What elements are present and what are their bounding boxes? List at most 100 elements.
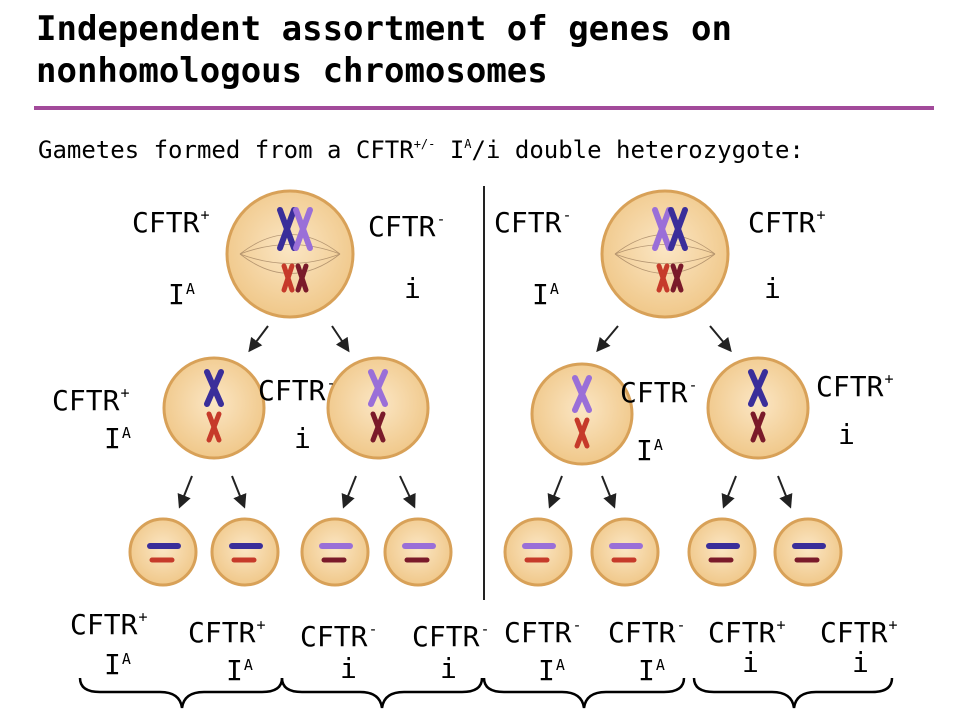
gene-label: CFTR+ <box>188 610 265 648</box>
gamete-cell <box>503 517 573 587</box>
allele-label: IA <box>226 650 253 686</box>
arrow <box>177 475 193 509</box>
allele-label: i <box>838 420 855 450</box>
gene-name: CFTR <box>132 206 200 239</box>
gamete-cell <box>210 517 280 587</box>
allele-name: I <box>532 278 549 311</box>
allele-sign: + <box>888 616 898 634</box>
arrow <box>721 475 737 509</box>
allele-name: I <box>104 648 121 681</box>
subtitle-superscript: +/- <box>413 137 436 151</box>
gene-name: CFTR <box>368 210 436 243</box>
subtitle-text: I <box>435 136 465 164</box>
allele-superscript: A <box>121 650 131 668</box>
subtitle-text: Gametes formed from a CFTR <box>38 136 414 164</box>
gene-name: CFTR <box>300 620 368 653</box>
allele-sign: + <box>200 206 210 224</box>
allele-label: IA <box>636 430 663 466</box>
allele-name: I <box>104 422 121 455</box>
gamete-cell <box>773 517 843 587</box>
allele-superscript: A <box>549 280 559 298</box>
brace <box>692 677 894 709</box>
gene-name: CFTR <box>820 616 888 649</box>
meiosis2-cell <box>530 362 634 466</box>
gene-name: CFTR <box>52 384 120 417</box>
gene-name: CFTR <box>412 620 480 653</box>
allele-name: i <box>742 646 759 679</box>
gene-name: CFTR <box>608 616 676 649</box>
allele-label: i <box>340 654 357 684</box>
allele-superscript: A <box>653 436 663 454</box>
allele-label: i <box>404 274 421 304</box>
gene-name: CFTR <box>708 616 776 649</box>
allele-superscript: A <box>121 424 131 442</box>
gene-label: CFTR- <box>412 614 489 652</box>
allele-name: I <box>168 278 185 311</box>
allele-name: i <box>838 418 855 451</box>
gene-name: CFTR <box>816 370 884 403</box>
meiosis2-cell <box>326 356 430 460</box>
allele-name: i <box>440 652 457 685</box>
arrow <box>777 475 793 509</box>
brace <box>482 677 686 709</box>
arrow <box>601 475 617 509</box>
arrow <box>399 475 416 509</box>
allele-superscript: A <box>185 280 195 298</box>
allele-label: i <box>294 424 311 454</box>
gamete-cell <box>687 517 757 587</box>
allele-sign: - <box>688 376 698 394</box>
gene-name: CFTR <box>494 206 562 239</box>
allele-label: IA <box>538 650 565 686</box>
allele-sign: - <box>436 210 446 228</box>
allele-sign: + <box>138 608 148 626</box>
arrow <box>547 475 563 509</box>
gamete-cell <box>300 517 370 587</box>
arrow <box>341 475 357 509</box>
gene-name: CFTR <box>188 616 256 649</box>
allele-label: IA <box>638 650 665 686</box>
gene-label: CFTR+ <box>816 364 893 402</box>
gene-name: CFTR <box>258 374 326 407</box>
allele-name: i <box>294 422 311 455</box>
gene-name: CFTR <box>748 206 816 239</box>
arrow <box>231 475 247 509</box>
allele-name: I <box>636 434 653 467</box>
allele-name: i <box>404 272 421 305</box>
gene-label: CFTR+ <box>70 602 147 640</box>
gene-label: CFTR- <box>258 368 335 406</box>
allele-label: IA <box>104 644 131 680</box>
allele-sign: - <box>480 620 490 638</box>
slide-title: Independent assortment of genes on nonho… <box>36 9 732 91</box>
gene-label: CFTR- <box>368 204 445 242</box>
allele-sign: - <box>368 620 378 638</box>
allele-label: i <box>742 648 759 678</box>
subtitle-text: /i double heterozygote: <box>471 136 804 164</box>
allele-name: i <box>340 652 357 685</box>
brace <box>280 677 484 709</box>
gene-label: CFTR- <box>620 370 697 408</box>
gene-label: CFTR- <box>504 610 581 648</box>
parent-cell-right <box>600 189 730 319</box>
arrow <box>331 325 350 353</box>
allele-label: i <box>440 654 457 684</box>
allele-name: I <box>226 654 243 687</box>
gamete-cell <box>590 517 660 587</box>
allele-sign: - <box>562 206 572 224</box>
gene-label: CFTR+ <box>132 200 209 238</box>
meiosis2-cell <box>706 356 810 460</box>
arrow <box>709 325 732 353</box>
allele-label: IA <box>168 274 195 310</box>
subtitle-superscript: A <box>464 137 472 151</box>
arrow <box>596 325 619 353</box>
gene-name: CFTR <box>70 608 138 641</box>
gene-label: CFTR- <box>494 200 571 238</box>
allele-sign: + <box>816 206 826 224</box>
allele-name: I <box>638 654 655 687</box>
meiosis2-cell <box>162 356 266 460</box>
allele-sign: + <box>776 616 786 634</box>
gene-label: CFTR+ <box>748 200 825 238</box>
gene-label: CFTR+ <box>820 610 897 648</box>
subtitle: Gametes formed from a CFTR+/- IA/i doubl… <box>38 136 804 164</box>
allele-sign: + <box>256 616 266 634</box>
allele-superscript: A <box>243 656 253 674</box>
